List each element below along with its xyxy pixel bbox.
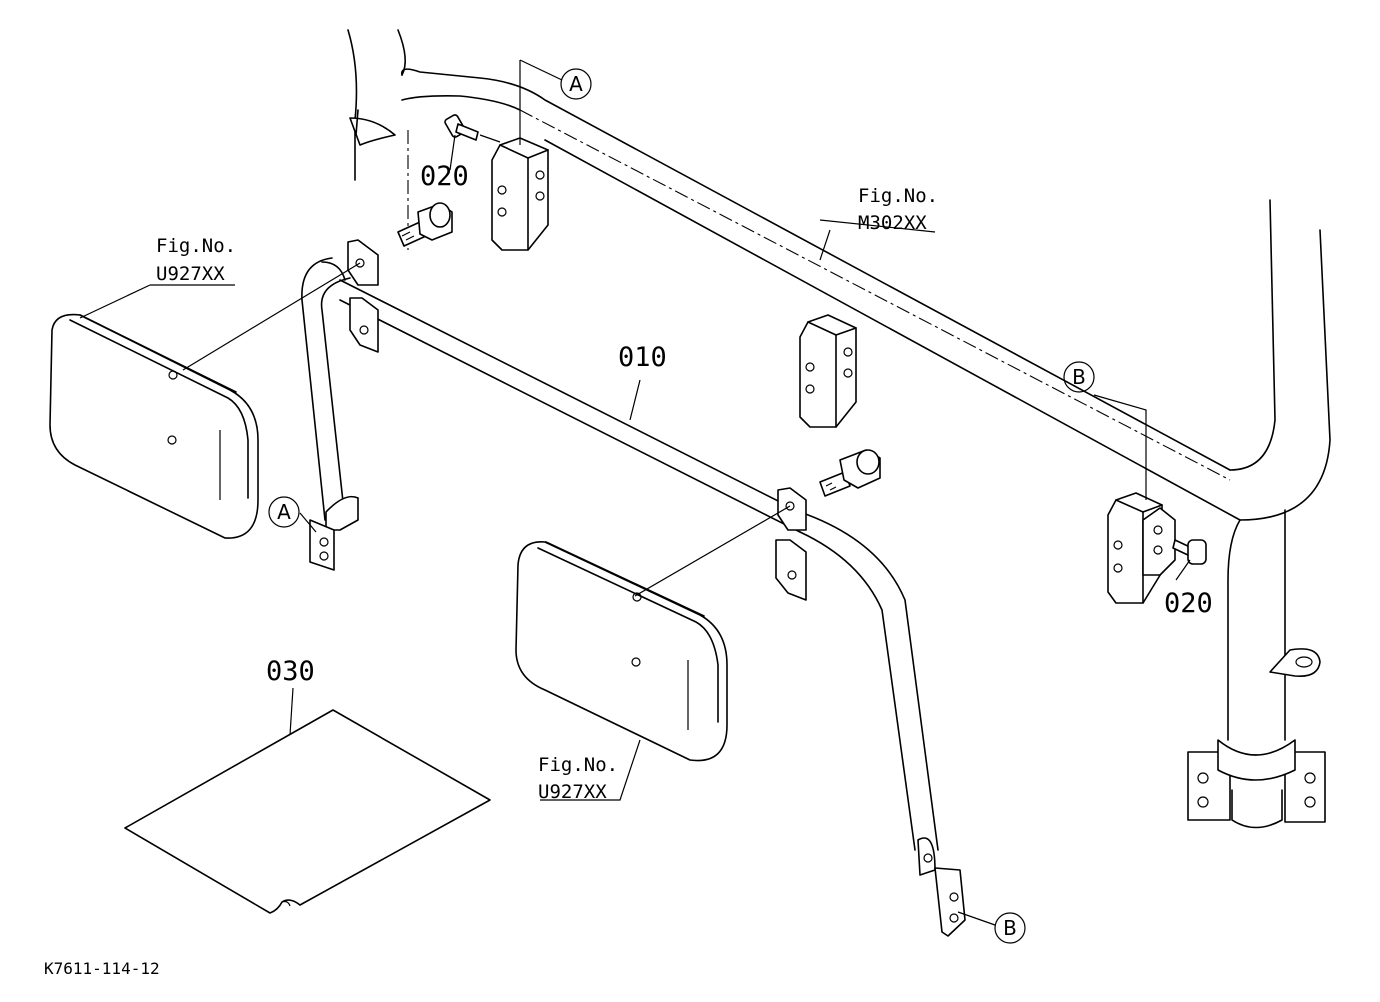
part-label-020-right: 020 xyxy=(1164,588,1213,619)
work-lamp-left xyxy=(49,313,259,539)
svg-text:A: A xyxy=(569,72,583,96)
cab-frame xyxy=(347,29,1331,829)
callout-b-right: B xyxy=(1063,361,1095,393)
bolt-020-right-icon xyxy=(1172,539,1207,565)
connector-plug-lower-icon xyxy=(819,449,881,497)
work-lamp-right xyxy=(515,541,728,762)
svg-text:Fig.No.: Fig.No. xyxy=(156,235,236,257)
light-bar-010 xyxy=(301,239,966,937)
fig-ref-u927-top: Fig.No. U927XX xyxy=(156,235,236,285)
part-label-030: 030 xyxy=(266,656,315,687)
svg-text:Fig.No.: Fig.No. xyxy=(858,185,938,207)
fig-ref-m302: Fig.No. M302XX xyxy=(858,185,938,234)
bolt-020-left-icon xyxy=(444,114,501,143)
svg-text:B: B xyxy=(1003,916,1017,940)
part-label-010: 010 xyxy=(618,342,667,373)
svg-text:M302XX: M302XX xyxy=(858,212,927,234)
fig-ref-u927-bottom: Fig.No. U927XX xyxy=(538,754,618,803)
callout-a-left: A xyxy=(268,496,300,528)
callout-a-top: A xyxy=(560,68,592,100)
callout-b-bottom: B xyxy=(994,912,1026,944)
rail-bracket-center xyxy=(799,314,857,428)
svg-text:B: B xyxy=(1072,365,1086,389)
part-label-020-left: 020 xyxy=(420,161,469,192)
leader-lines xyxy=(79,59,1191,926)
svg-text:Fig.No.: Fig.No. xyxy=(538,754,618,776)
rail-bracket-left xyxy=(491,137,549,251)
svg-text:U927XX: U927XX xyxy=(156,263,225,285)
connector-plug-upper-icon xyxy=(397,202,453,247)
rail-bracket-right xyxy=(1107,492,1176,604)
drawing-code: K7611-114-12 xyxy=(44,959,160,978)
decal-030 xyxy=(124,709,491,914)
svg-text:U927XX: U927XX xyxy=(538,781,607,803)
svg-text:A: A xyxy=(277,500,291,524)
